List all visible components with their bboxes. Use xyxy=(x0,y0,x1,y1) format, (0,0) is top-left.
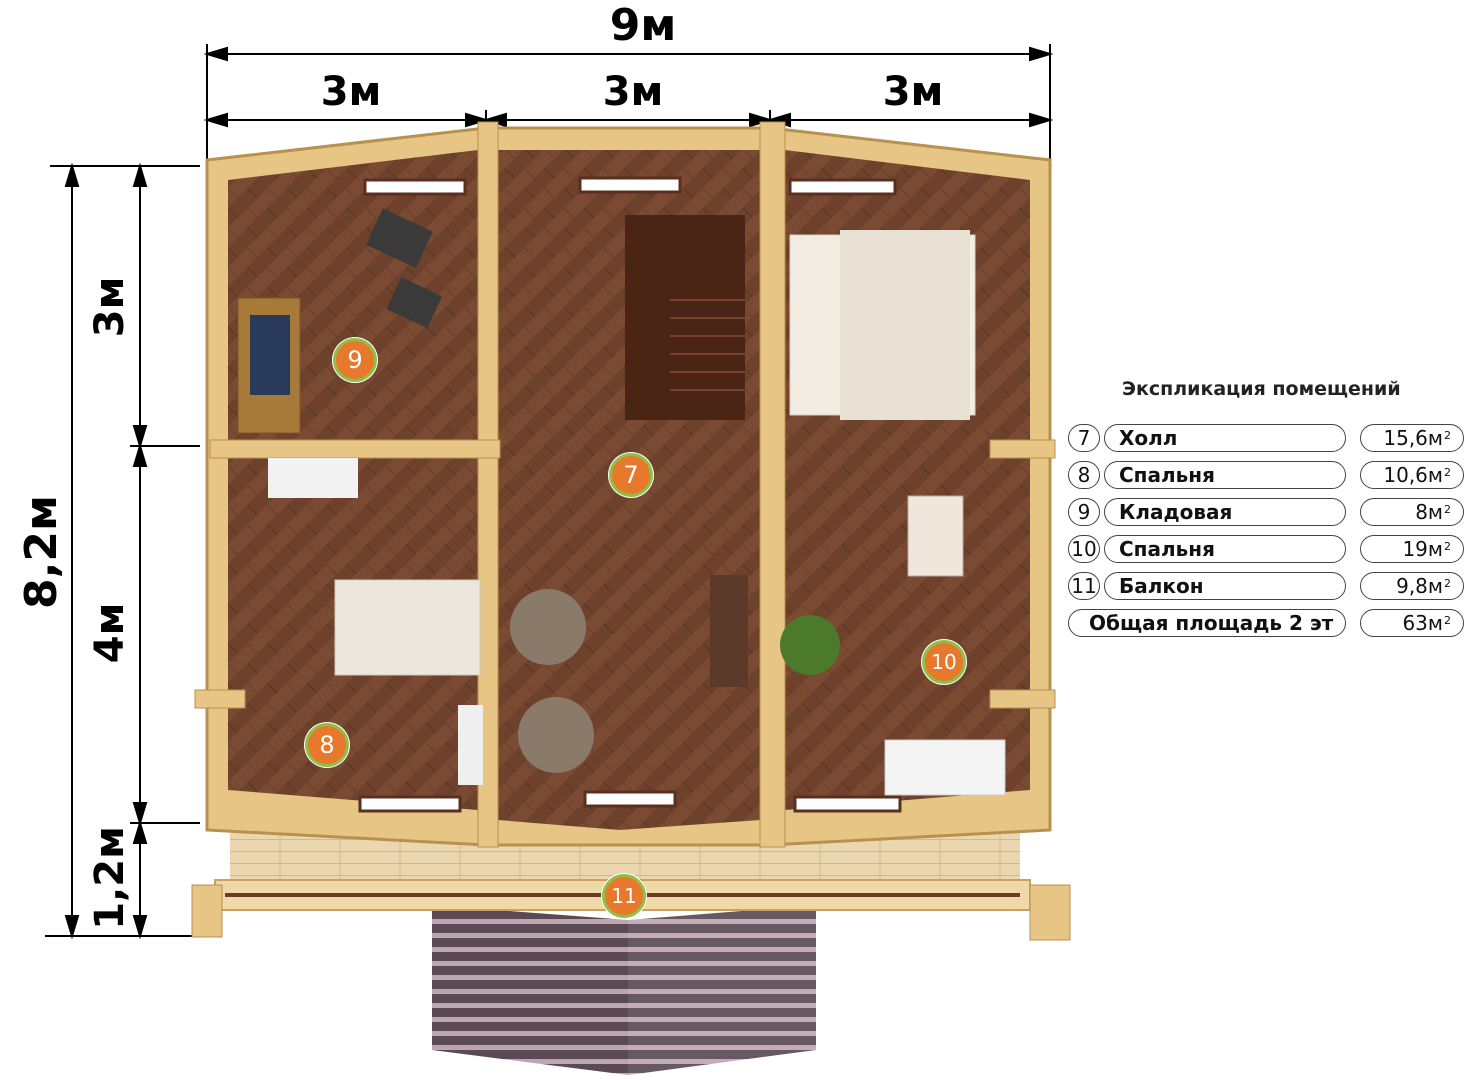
legend-room-number: 9 xyxy=(1068,498,1100,526)
windows xyxy=(358,176,902,813)
wall-9-8 xyxy=(209,439,501,459)
dimension-total-width: 9м xyxy=(609,0,677,51)
legend-room-name: Балкон xyxy=(1104,572,1346,600)
legend-room-name: Спальня xyxy=(1104,461,1346,489)
room-marker-10: 10 xyxy=(922,640,966,684)
bathtub xyxy=(884,739,1006,796)
legend-room-number: 11 xyxy=(1068,572,1100,600)
wall-left-partition xyxy=(477,121,499,848)
room-marker-8: 8 xyxy=(305,723,349,767)
dimension-total-depth: 8,2м xyxy=(16,495,67,609)
dimension-depth-3: 1,2м xyxy=(87,826,133,930)
room-marker-11: 11 xyxy=(602,874,646,918)
porch-roof xyxy=(432,905,628,1075)
dimension-segment-1: 3м xyxy=(320,69,382,115)
legend-room-number: 10 xyxy=(1068,535,1100,563)
porch-roof-right xyxy=(628,905,816,1075)
dimension-depth-2: 4м xyxy=(87,602,133,664)
wall-right-partition xyxy=(759,121,786,848)
legend-room-name: Холл xyxy=(1104,424,1346,452)
legend-room-name: Спальня xyxy=(1104,535,1346,563)
legend-title: Экспликация помещений xyxy=(1122,378,1401,400)
chair-1 xyxy=(510,589,586,665)
room-marker-9: 9 xyxy=(333,338,377,382)
dimension-depth-1: 3м xyxy=(87,276,133,338)
hall-cabinet xyxy=(458,705,483,785)
dimension-segment-2: 3м xyxy=(602,69,664,115)
room-marker-7: 7 xyxy=(609,453,653,497)
legend-room-number: 7 xyxy=(1068,424,1100,452)
sofa xyxy=(710,575,748,687)
bed-room-8 xyxy=(334,579,481,676)
legend-room-name: Кладовая xyxy=(1104,498,1346,526)
crib xyxy=(907,495,964,577)
legend-room-number: 8 xyxy=(1068,461,1100,489)
legend-total-name: Общая площадь 2 эт xyxy=(1068,609,1346,637)
bedroom-8-table xyxy=(268,458,358,498)
chair-2 xyxy=(518,697,594,773)
plant xyxy=(780,615,840,675)
dimension-segment-3: 3м xyxy=(882,69,944,115)
